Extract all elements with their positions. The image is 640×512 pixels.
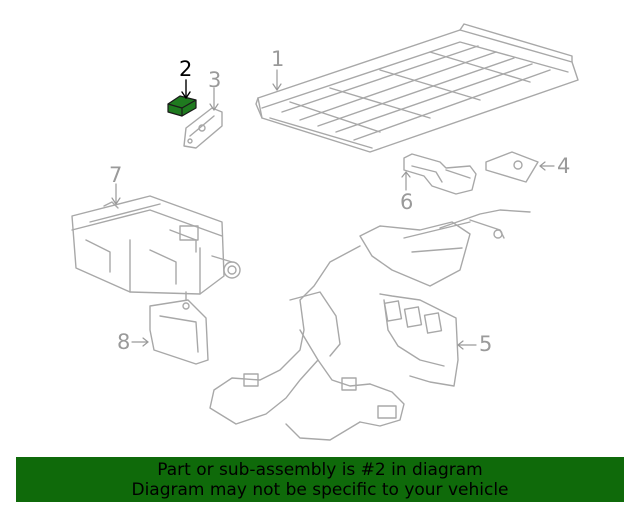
bracket-part-3 [183, 107, 223, 149]
callout-1: 1 [271, 47, 285, 71]
banner-background [16, 457, 624, 502]
callout-7: 7 [109, 163, 123, 187]
wiring-harness-part-5 [209, 209, 531, 441]
callout-5: 5 [479, 332, 493, 356]
battery-tray-part-1 [255, 23, 579, 153]
banner-line-1: Part or sub-assembly is #2 in diagram [157, 459, 483, 480]
callout-4: 4 [557, 154, 571, 178]
callout-8: 8 [117, 330, 131, 354]
plate-part-4 [485, 151, 539, 183]
sensor-part-2 [167, 95, 197, 117]
module-part-7 [71, 195, 241, 295]
leader-line-part-2 [181, 79, 191, 99]
callout-6: 6 [400, 190, 414, 214]
info-banner: Part or sub-assembly is #2 in diagram Di… [16, 457, 624, 502]
callout-3: 3 [208, 68, 222, 92]
banner-line-2: Diagram may not be specific to your vehi… [131, 479, 509, 500]
bracket-part-8 [149, 291, 209, 365]
callout-2: 2 [179, 57, 193, 81]
bracket-part-6 [403, 153, 477, 195]
leader-lines [111, 69, 555, 350]
